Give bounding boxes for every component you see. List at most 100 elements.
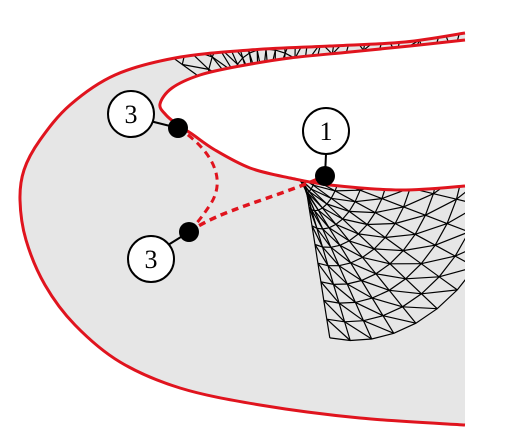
mesh-edge [270,83,282,111]
mesh-edge [362,86,383,115]
mesh-edge [461,44,465,86]
mesh-edge [446,204,465,225]
mesh-edge [434,231,465,246]
mesh-edge [386,166,415,184]
mesh-edge [389,289,422,295]
mesh-edge [365,106,388,131]
mesh-edge [322,207,343,220]
mesh-edge [414,144,442,168]
mesh-edge [257,79,261,108]
mesh-edge [311,225,324,248]
mesh-edge [305,33,310,34]
mesh-edge [415,91,438,123]
mesh-edge [278,93,295,119]
mesh-edge [295,174,417,324]
mesh-edge [386,76,407,108]
mesh-edge [406,0,409,16]
mesh-edge [326,203,350,212]
mesh-edge [350,50,365,83]
mesh-edge [294,164,318,167]
label-c-text: 3 [145,245,158,274]
mesh-edge [132,26,164,27]
vertex-dots [168,118,335,242]
mesh-edge [323,300,346,323]
mesh-edge [340,161,367,172]
mesh-edge [328,227,350,242]
mesh-edge [256,0,269,20]
mesh-edge [469,210,503,232]
mesh-edge [274,87,289,115]
mesh-edge [361,279,390,291]
mesh-edge [338,302,364,322]
mesh-edge [391,122,417,147]
label-b-text: 1 [320,117,333,146]
mesh-edge [338,265,362,282]
mesh-edge [201,33,226,37]
mesh-edge [233,71,251,93]
mesh-edge [372,297,403,308]
mesh-edge [466,77,487,114]
mesh-edge [305,191,319,211]
mesh-edge [308,206,318,229]
mesh-edge [338,176,365,183]
mesh-edge [421,255,456,265]
mesh-edge [299,73,314,102]
mesh-edge [316,0,322,8]
mesh-edge [363,164,391,178]
mesh-edge [425,198,457,216]
mesh-edge [263,78,270,108]
mesh-edge [261,78,264,108]
mesh-edge [440,114,465,146]
vertex-dot-b [315,166,335,186]
mesh-edge [255,33,267,50]
mesh-edge [278,33,465,120]
mesh-edge [320,281,340,304]
label-circle-a: 3 [107,90,155,138]
mesh-edge [442,0,448,26]
mesh-edge [440,84,463,120]
mesh-edge [465,0,469,12]
mesh-edge [462,143,465,174]
mesh-edge [402,306,438,310]
mesh-edge [335,189,361,192]
mesh-edge [486,34,501,78]
boundary-layer [18,31,466,427]
dashed-paths [177,126,326,234]
mesh-edge [439,266,465,278]
mesh-edge [173,9,202,20]
label-circle-b: 1 [302,107,350,155]
mesh-edge [418,33,428,41]
mesh-edge [182,63,209,70]
mesh-edge [156,45,187,49]
label-a-text: 3 [125,100,138,129]
dashed-path-loop [177,126,219,233]
mesh-edge [335,223,359,235]
mesh-edge [320,33,323,43]
mesh-edge [349,210,376,214]
mesh-edge [487,143,512,175]
mesh-edge [258,106,304,176]
mesh-edge [385,233,416,239]
mesh-edge [267,79,276,109]
mesh-edge [314,210,330,229]
mesh-edge [232,100,255,114]
mesh-edge [249,92,261,117]
mesh-edge [231,90,252,106]
mesh-edge [362,256,391,265]
mesh-edge [438,143,465,171]
mesh-edge [374,248,404,252]
mesh-edge [382,315,417,324]
mesh-edge [403,193,434,208]
mesh-edge [185,0,212,8]
mesh-edge [313,184,336,192]
mesh-edge [454,239,465,257]
boundary-curve [18,31,466,427]
mesh-edge [350,262,377,275]
mesh-edge [456,174,465,200]
mesh-edge [317,262,334,285]
mesh-edge [365,145,393,163]
mesh-edge [163,33,193,34]
mesh-edge [268,33,276,51]
mesh-edge [384,33,390,34]
mesh-edge [349,240,375,250]
